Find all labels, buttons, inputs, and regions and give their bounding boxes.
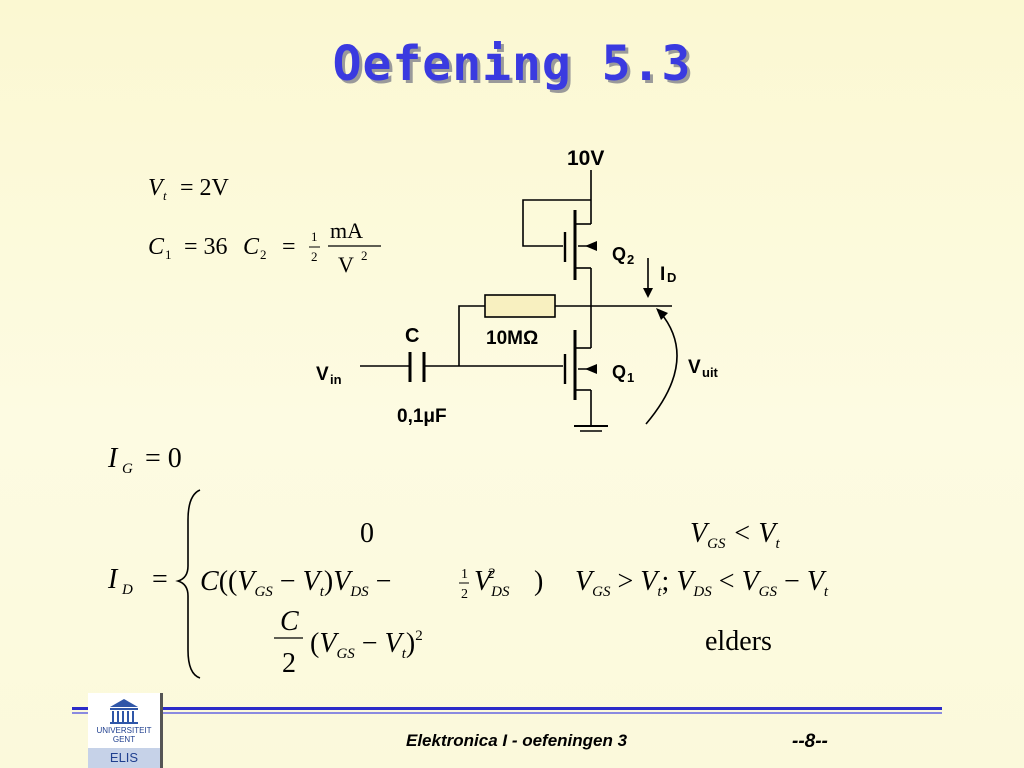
svg-text:): ) — [534, 566, 543, 597]
case1-condition: VGS < Vt — [690, 518, 780, 552]
building-icon — [110, 699, 138, 724]
svg-text:2: 2 — [461, 587, 468, 602]
svg-text:VDS2: VDS2 — [474, 566, 510, 600]
half-denominator: 2 — [311, 249, 318, 264]
case3-condition: elders — [705, 626, 772, 657]
c1-symbol: C — [148, 234, 165, 260]
ig-symbol: I — [107, 443, 119, 474]
svg-text:1: 1 — [461, 567, 468, 582]
given-parameters: V t = 2V C 1 = 36 C 2 = 1 2 mA V 2 — [148, 175, 381, 277]
vin-label: V — [316, 364, 329, 385]
q1-label: Q — [612, 362, 626, 382]
vt-value: = 2V — [180, 175, 230, 201]
supply-label: 10V — [567, 147, 604, 170]
vin-subscript: in — [330, 372, 342, 387]
university-logo: UNIVERSITEIT GENT ELIS — [88, 693, 163, 768]
logo-university: UNIVERSITEIT — [96, 726, 152, 735]
vt-symbol: V — [148, 175, 165, 201]
q2-subscript: 2 — [627, 252, 634, 267]
half-numerator: 1 — [311, 229, 318, 244]
id-equals: = — [152, 564, 168, 595]
svg-text:2: 2 — [282, 648, 296, 679]
id-subscript: D — [667, 270, 676, 285]
case2-condition: VGS > Vt; VDS < VGS − Vt — [575, 566, 829, 600]
footer-rule — [72, 707, 942, 710]
footer-rule-thin — [72, 712, 942, 714]
c2-symbol: C — [243, 234, 260, 260]
id-subscript: D — [121, 582, 133, 598]
svg-text:C: C — [280, 606, 299, 637]
page-number: --8-- — [792, 731, 828, 752]
vout-subscript: uit — [702, 365, 719, 380]
c2-subscript: 2 — [260, 247, 267, 262]
vt-subscript: t — [163, 188, 167, 203]
id-label: I — [660, 264, 665, 285]
unit-numerator: mA — [330, 218, 363, 243]
equations: I G = 0 I D = 0 VGS < Vt C((VGS − Vt)VDS… — [107, 443, 829, 679]
c-eq2: = — [282, 234, 296, 260]
resistor-value: 10MΩ — [486, 328, 538, 349]
case2-expression: C((VGS − Vt)VDS − — [200, 566, 391, 600]
logo-gent: GENT — [112, 735, 136, 744]
case1-expression: 0 — [360, 518, 374, 549]
capacitor-value: 0,1μF — [397, 406, 447, 427]
page-title: Oefening 5.3 — [332, 36, 692, 92]
case3-expression: (VGS − Vt)2 — [310, 628, 423, 662]
course-title: Elektronica I - oefeningen 3 — [406, 731, 628, 750]
c1-subscript: 1 — [165, 247, 172, 262]
ig-subscript: G — [122, 461, 133, 477]
capacitor-label: C — [405, 325, 419, 347]
unit-denominator-exp: 2 — [361, 248, 368, 263]
piecewise-brace — [175, 489, 201, 679]
c-eq1: = 36 — [184, 234, 228, 260]
unit-denominator: V — [338, 252, 354, 277]
logo-elis: ELIS — [88, 748, 160, 768]
q2-label: Q — [612, 244, 626, 264]
vout-label: V — [688, 357, 701, 378]
id-symbol: I — [107, 564, 119, 595]
q1-subscript: 1 — [627, 370, 634, 385]
ig-value: = 0 — [145, 443, 182, 474]
